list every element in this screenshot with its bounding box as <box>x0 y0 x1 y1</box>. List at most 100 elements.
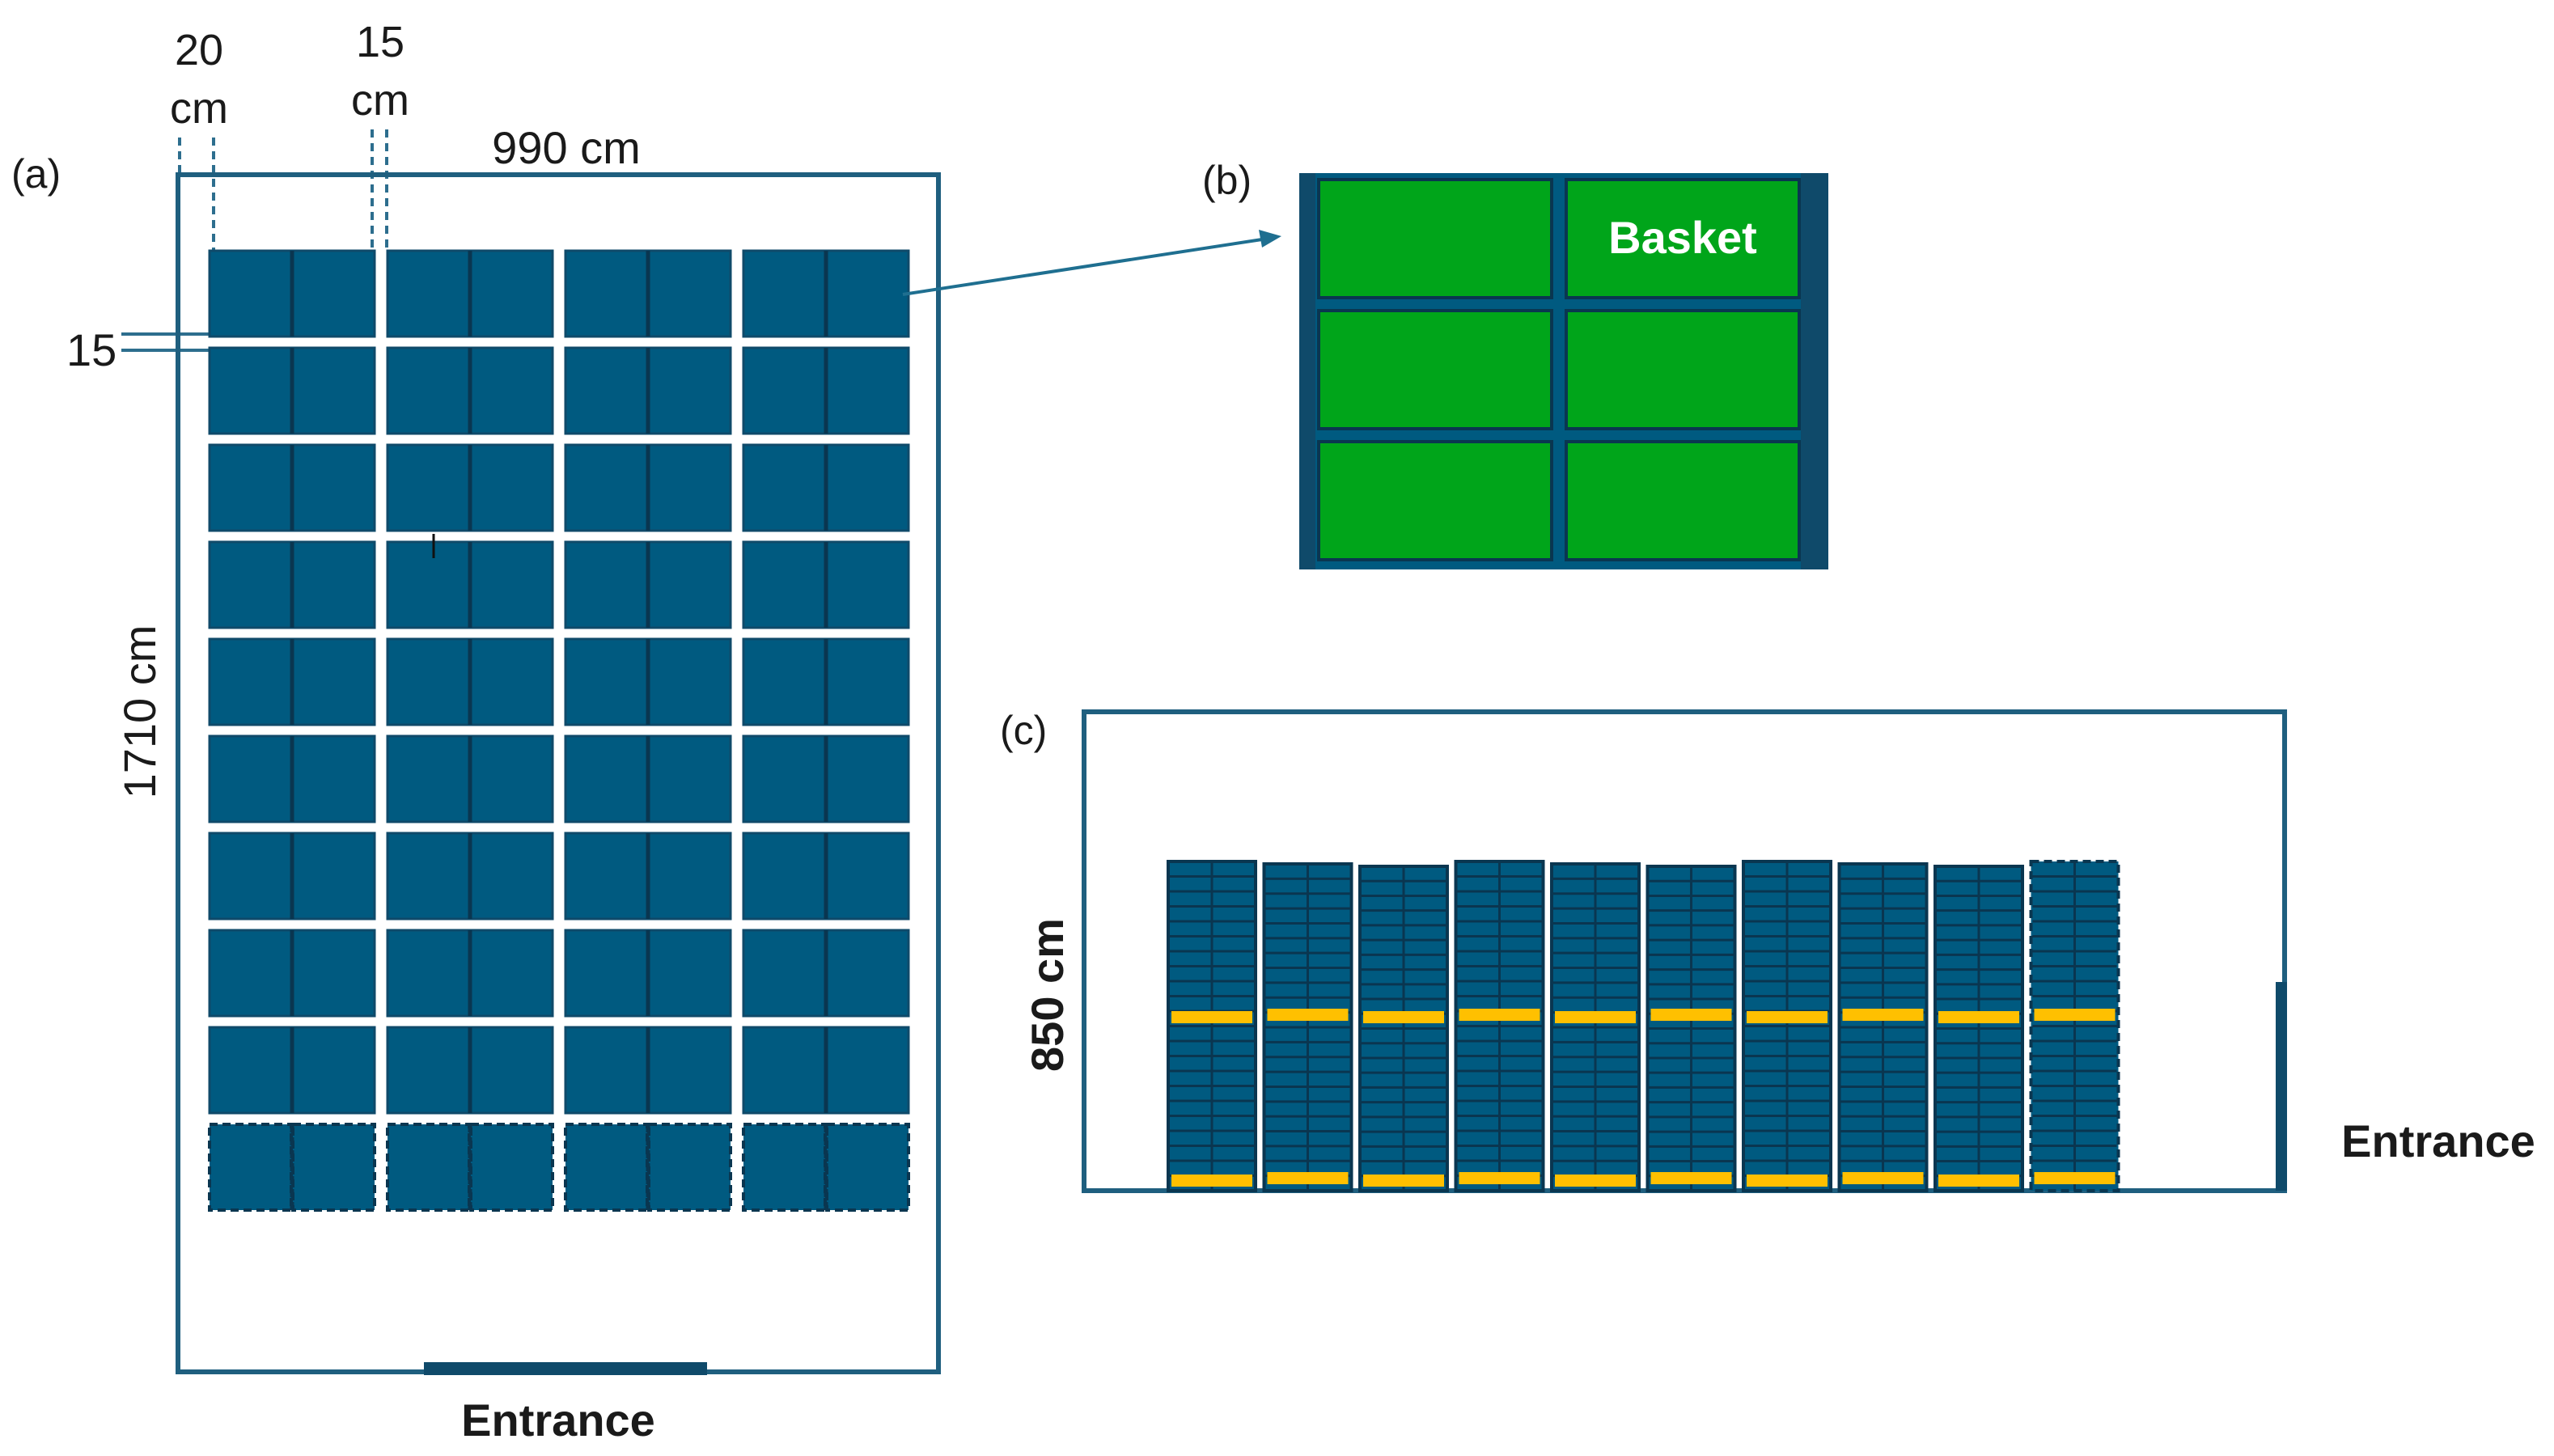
rack-basket <box>386 346 471 435</box>
rack-basket <box>825 443 910 532</box>
basket-grid <box>1317 178 1801 561</box>
rack-basket <box>208 637 293 726</box>
rack-basket <box>564 443 649 532</box>
panel-b-label: (b) <box>1202 158 1252 203</box>
rack-basket <box>291 734 376 823</box>
rack-basket-reserved <box>647 1123 732 1212</box>
rack-basket <box>386 540 471 629</box>
rack-basket <box>208 734 293 823</box>
stack-level-upper <box>1555 1011 1636 1023</box>
rack-basket <box>647 443 732 532</box>
basket-cell <box>1317 440 1553 561</box>
rack-basket <box>208 249 293 338</box>
rack-basket <box>742 637 827 726</box>
stack-level-upper <box>1363 1011 1444 1023</box>
rack-basket <box>825 249 910 338</box>
rack-basket <box>742 929 827 1018</box>
rack-basket <box>647 249 732 338</box>
rack-basket <box>208 929 293 1018</box>
rack-basket <box>647 540 732 629</box>
row-gap-guides <box>121 332 212 352</box>
rack-basket <box>742 734 827 823</box>
basket-cell <box>1317 309 1553 430</box>
entrance-door <box>424 1362 707 1375</box>
rack-basket <box>647 832 732 921</box>
rack-basket <box>208 832 293 921</box>
rack-grid <box>208 249 910 1212</box>
basket-cell <box>1565 309 1801 430</box>
rack-basket <box>386 929 471 1018</box>
rack-basket <box>825 637 910 726</box>
rack-basket <box>469 540 554 629</box>
entrance-label-c: Entrance <box>2341 1115 2535 1166</box>
zoom-arrow-head <box>1259 230 1281 248</box>
rack-basket <box>564 929 649 1018</box>
rack-basket <box>469 1026 554 1115</box>
rack-basket <box>742 249 827 338</box>
side-entrance-door <box>2276 982 2287 1191</box>
rack-basket <box>564 540 649 629</box>
rack-basket <box>742 540 827 629</box>
rack-basket <box>742 1026 827 1115</box>
dim-20-value: 20 <box>175 26 223 74</box>
basket-cell <box>1565 178 1801 299</box>
rack-basket-reserved <box>564 1123 649 1212</box>
rack-basket <box>291 346 376 435</box>
rack-basket <box>208 346 293 435</box>
dim-15-unit: cm <box>351 76 409 125</box>
rack-basket <box>469 443 554 532</box>
stack-level-upper <box>1747 1011 1828 1023</box>
rack-basket <box>386 832 471 921</box>
rack-basket <box>742 443 827 532</box>
stack-level-base <box>1842 1172 1924 1184</box>
rack-basket <box>291 832 376 921</box>
stack-level-upper <box>1267 1009 1349 1021</box>
rack-basket <box>469 832 554 921</box>
rack-basket <box>564 734 649 823</box>
stack-level-base <box>1267 1172 1349 1184</box>
rack-basket <box>564 346 649 435</box>
panel-a-floor-plan: (a) 20 cm 15 cm 990 cm 15 1710 cm Entran… <box>11 18 941 1445</box>
row-gap-label: 15 <box>66 324 116 375</box>
rack-basket <box>825 540 910 629</box>
panel-c-label: (c) <box>1000 708 1047 753</box>
zoom-arrow <box>902 230 1281 296</box>
stack-level-base <box>2034 1172 2116 1184</box>
rack-basket <box>291 443 376 532</box>
rack-basket <box>647 346 732 435</box>
rack-basket <box>564 249 649 338</box>
rack-basket <box>647 637 732 726</box>
panel-b-basket-detail: (b) Basket <box>1202 158 1828 569</box>
stack-level-upper <box>1650 1009 1732 1021</box>
basket-cell <box>1317 178 1553 299</box>
rack-basket <box>208 1026 293 1115</box>
rack-basket <box>469 637 554 726</box>
dim-15-value: 15 <box>356 18 404 66</box>
rack-basket <box>647 929 732 1018</box>
rack-basket <box>742 832 827 921</box>
stack-level-upper <box>1938 1011 2019 1023</box>
stack-level-base <box>1363 1175 1444 1187</box>
basket-label: Basket <box>1608 212 1757 263</box>
stack-level-base <box>1747 1175 1828 1187</box>
rack-basket <box>386 443 471 532</box>
basket-cell <box>1565 440 1801 561</box>
stack-level-upper <box>1459 1009 1540 1021</box>
stack-level-base <box>1938 1175 2019 1187</box>
rack-basket <box>825 832 910 921</box>
stack-level-upper <box>1171 1011 1252 1023</box>
stack-grid <box>1167 860 2120 1192</box>
rack-basket <box>386 1026 471 1115</box>
rack-basket <box>386 637 471 726</box>
rack-basket-reserved <box>469 1123 554 1212</box>
stack-level-upper <box>2034 1009 2116 1021</box>
rack-basket <box>647 1026 732 1115</box>
rack-basket <box>825 929 910 1018</box>
rack-basket-reserved <box>742 1123 827 1212</box>
height-label-c: 850 cm <box>1022 918 1073 1072</box>
rack-basket-reserved <box>291 1123 376 1212</box>
panel-c-side-view: (c) 850 cm Entrance <box>1000 708 2535 1193</box>
stack-level-base <box>1459 1172 1540 1184</box>
rack-basket <box>825 734 910 823</box>
